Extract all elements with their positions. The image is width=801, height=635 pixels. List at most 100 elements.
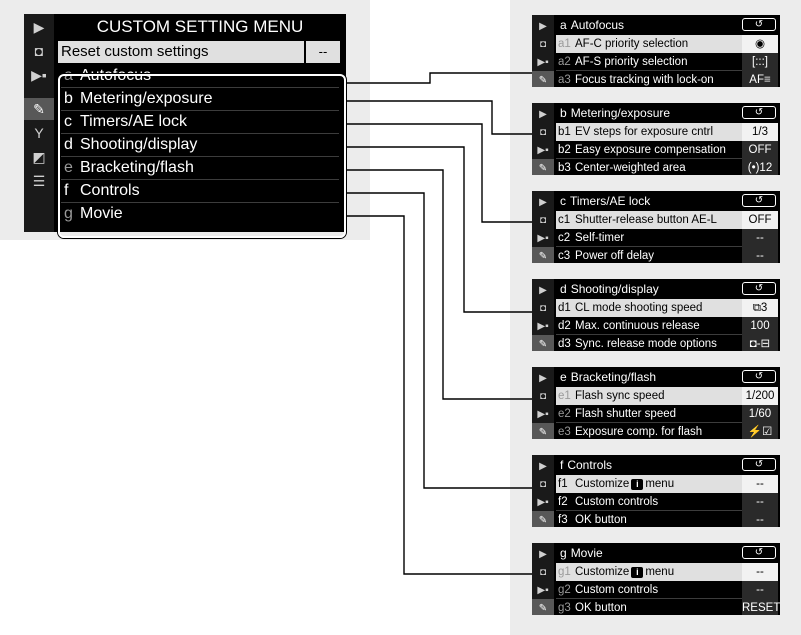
playback-icon[interactable]: ▶ [539, 460, 547, 472]
item-label: Max. continuous release [575, 320, 700, 332]
item-value: 100 [742, 317, 778, 335]
item-label: Custom controls [575, 584, 659, 596]
panel-letter: a [560, 18, 567, 32]
my-menu-icon[interactable]: ☰ [32, 172, 46, 189]
photo-shooting-icon[interactable]: ◘ [539, 478, 547, 490]
panel-title: Controls [567, 458, 613, 472]
playback-icon[interactable]: ▶ [539, 548, 547, 560]
item-label-suffix: menu [645, 478, 675, 490]
photo-shooting-icon[interactable]: ◘ [34, 43, 44, 59]
movie-shooting-icon[interactable]: ▶▪ [537, 496, 549, 508]
movie-shooting-icon[interactable]: ▶▪ [537, 320, 549, 332]
item-label: Customize [575, 566, 630, 578]
item-label: Custom controls [575, 496, 659, 508]
back-icon[interactable]: ↺ [742, 546, 776, 559]
pencil-icon[interactable]: ✎ [532, 511, 554, 527]
pencil-icon[interactable]: ✎ [532, 247, 554, 263]
item-code: g1 [558, 566, 571, 578]
playback-icon[interactable]: ▶ [539, 196, 547, 208]
pencil-icon[interactable]: ✎ [532, 599, 554, 615]
menu-item-label: Bracketing/flash [80, 159, 194, 176]
item-label: Flash sync speed [575, 390, 665, 402]
pencil-icon[interactable]: ✎ [532, 159, 554, 175]
item-label: AF-C priority selection [575, 38, 689, 50]
reset-custom-settings-item[interactable]: Reset custom settings [58, 41, 304, 63]
playback-icon[interactable]: ▶ [33, 18, 45, 35]
photo-shooting-icon[interactable]: ◘ [539, 566, 547, 578]
playback-icon[interactable]: ▶ [539, 372, 547, 384]
movie-shooting-icon[interactable]: ▶▪ [537, 56, 549, 68]
pencil-icon[interactable]: ✎ [532, 335, 554, 351]
item-label: Exposure comp. for flash [575, 426, 703, 438]
movie-shooting-icon[interactable]: ▶▪ [537, 584, 549, 596]
photo-shooting-icon[interactable]: ◘ [539, 214, 547, 226]
connector-d [346, 146, 532, 313]
back-icon[interactable]: ↺ [742, 282, 776, 295]
photo-shooting-icon[interactable]: ◘ [539, 302, 547, 314]
movie-shooting-icon[interactable]: ▶▪ [537, 232, 549, 244]
movie-shooting-icon[interactable]: ▶▪ [31, 66, 47, 83]
photo-shooting-icon[interactable]: ◘ [539, 390, 547, 402]
pencil-icon[interactable]: ✎ [532, 423, 554, 439]
item-label: Focus tracking with lock-on [575, 74, 714, 86]
item-value: OFF [742, 211, 778, 229]
movie-shooting-icon[interactable]: ▶▪ [537, 144, 549, 156]
back-icon[interactable]: ↺ [742, 106, 776, 119]
back-icon[interactable]: ↺ [742, 458, 776, 471]
back-icon[interactable]: ↺ [742, 18, 776, 31]
pencil-icon[interactable]: ✎ [24, 98, 54, 120]
movie-shooting-icon[interactable]: ▶▪ [537, 408, 549, 420]
wrench-icon[interactable]: Y [34, 125, 44, 141]
custom-setting-menu: ▶ ◘ ▶▪ ✎ Y ◩ ☰ CUSTOM SETTING MENU Reset… [24, 14, 346, 238]
panel-tab-column: ▶ ◘ ▶▪ ✎ [532, 367, 554, 439]
item-label: Customize [575, 478, 630, 490]
photo-shooting-icon[interactable]: ◘ [539, 126, 547, 138]
photo-shooting-icon[interactable]: ◘ [539, 38, 547, 50]
pencil-icon[interactable]: ✎ [532, 71, 554, 87]
item-code: c1 [558, 214, 571, 226]
menu-item-label: Metering/exposure [80, 90, 213, 107]
reset-custom-settings-value: -- [306, 41, 340, 63]
connector-c [346, 123, 532, 223]
retouch-icon[interactable]: ◩ [32, 148, 46, 165]
i-menu-icon: i [631, 479, 644, 490]
playback-icon[interactable]: ▶ [539, 284, 547, 296]
playback-icon[interactable]: ▶ [539, 20, 547, 32]
item-value: -- [742, 563, 778, 581]
back-icon[interactable]: ↺ [742, 194, 776, 207]
panel-tab-column: ▶ ◘ ▶▪ ✎ [532, 279, 554, 351]
item-code: a1 [558, 38, 571, 50]
back-icon[interactable]: ↺ [742, 370, 776, 383]
playback-icon[interactable]: ▶ [539, 108, 547, 120]
